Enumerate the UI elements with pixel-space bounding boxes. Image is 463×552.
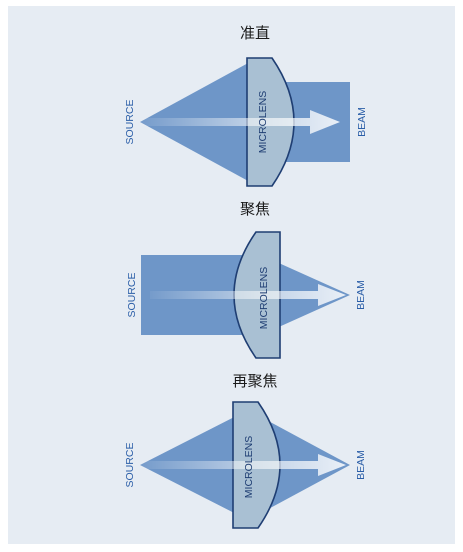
beam-arrow: [150, 284, 346, 306]
beam-label: BEAM: [355, 450, 367, 480]
panel-title: 再聚焦: [232, 372, 277, 390]
source-label: SOURCE: [126, 273, 138, 318]
beam-label: BEAM: [355, 280, 367, 310]
microlens-label: MICROLENS: [258, 267, 270, 329]
microlens-label: MICROLENS: [243, 436, 255, 498]
source-label: SOURCE: [124, 100, 136, 145]
panel-title: 准直: [240, 24, 270, 42]
panel-focus: 聚焦 SOURCE MICROLENS BEAM: [126, 200, 367, 359]
panel-collimate: 准直 SOURCE MICROLENS BEAM: [124, 24, 368, 187]
beam-label: BEAM: [356, 107, 368, 137]
source-label: SOURCE: [124, 443, 136, 488]
beam-arrow: [140, 454, 346, 476]
panel-refocus: 再聚焦 SOURCE MICROLENS BEAM: [124, 372, 367, 529]
panel-title: 聚焦: [240, 200, 270, 218]
beam-arrow: [140, 110, 340, 134]
microlens-label: MICROLENS: [257, 91, 269, 153]
